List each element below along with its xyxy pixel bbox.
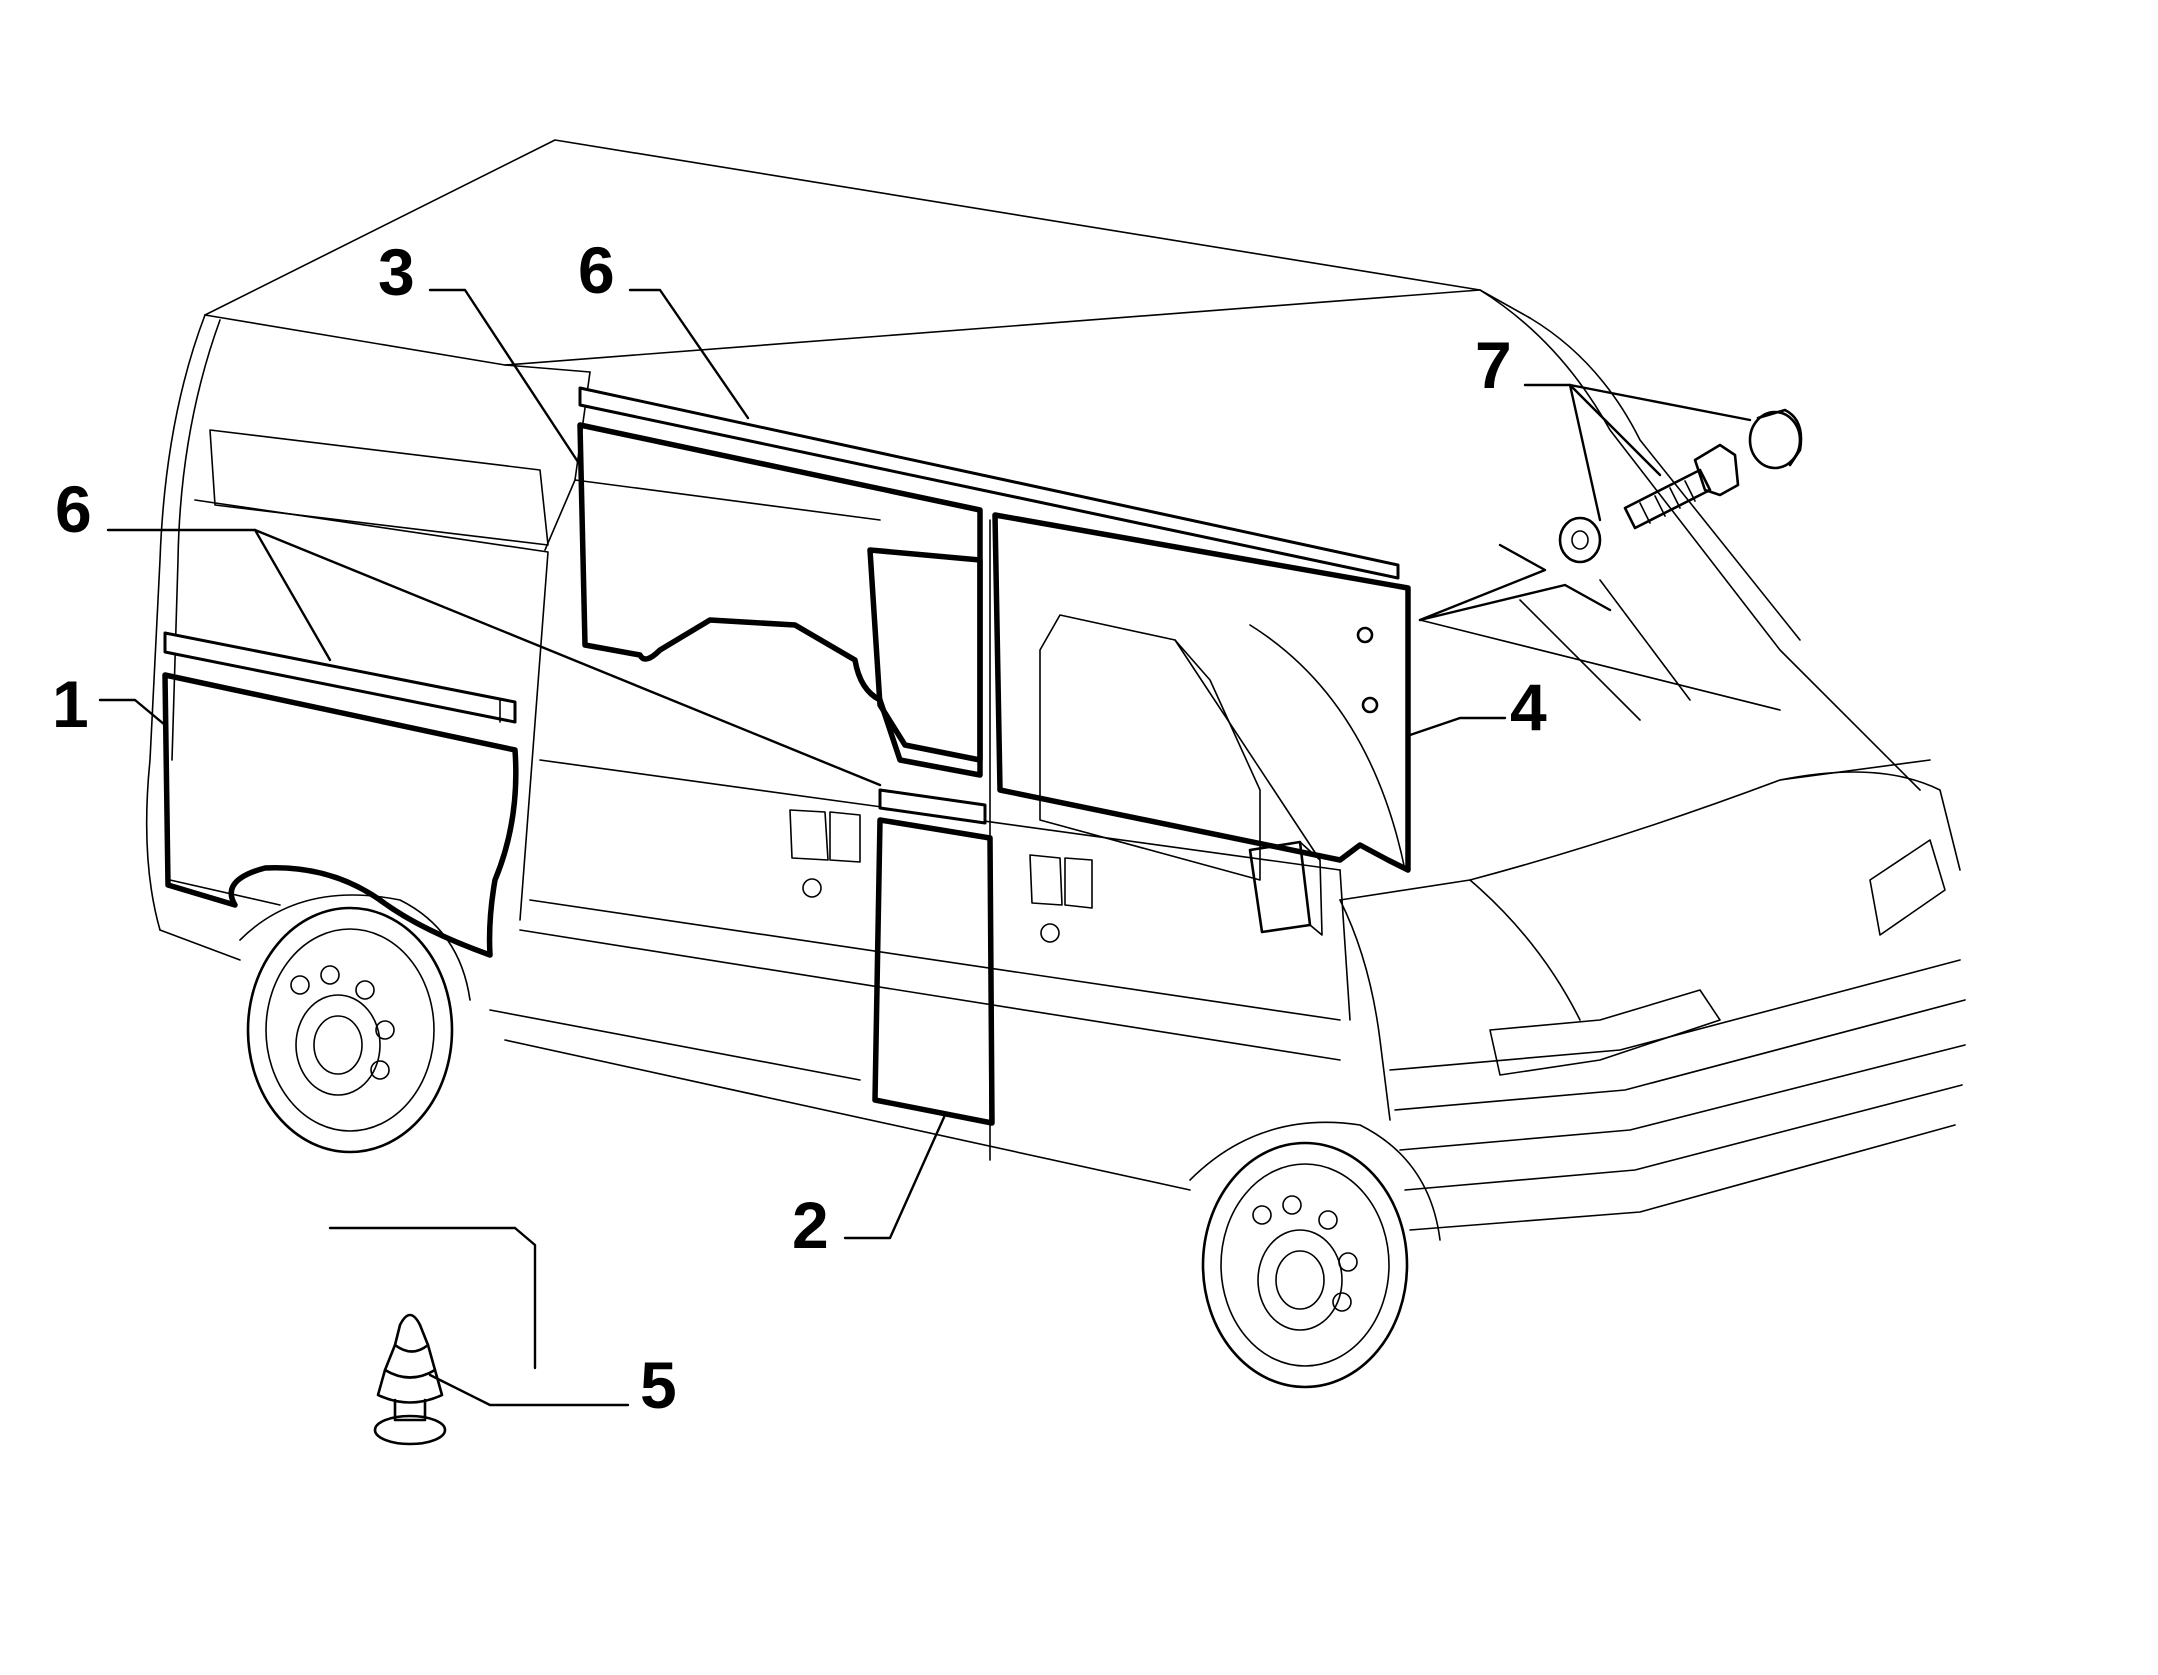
- part-7-bolt: [1623, 443, 1740, 530]
- part-2-lower-panel: [872, 817, 995, 1126]
- part-6-rear-strip: [163, 631, 517, 724]
- callout-4: 4: [1510, 670, 1547, 744]
- part-5-clip: [373, 1313, 447, 1446]
- callout-3: 3: [378, 235, 415, 309]
- part-1-rear-panel: [162, 672, 519, 958]
- rear-wheel: [239, 894, 471, 1154]
- part-7-washer: [1558, 516, 1602, 564]
- leader-lines: [98, 288, 1752, 1407]
- callout-1: 1: [52, 667, 89, 741]
- callout-2: 2: [792, 1188, 829, 1262]
- part-6-middle-strip: [878, 788, 987, 825]
- callout-6-top: 6: [578, 233, 615, 307]
- callout-7: 7: [1475, 328, 1512, 402]
- front-wheel: [1189, 1121, 1441, 1389]
- part-4-front-panel: [992, 512, 1411, 873]
- callout-6-left: 6: [55, 472, 92, 546]
- part-6-top-strip: [578, 386, 1400, 580]
- callout-5: 5: [640, 1348, 677, 1422]
- part-3-window-cutout: [867, 547, 983, 763]
- part-7-cap: [1748, 408, 1803, 470]
